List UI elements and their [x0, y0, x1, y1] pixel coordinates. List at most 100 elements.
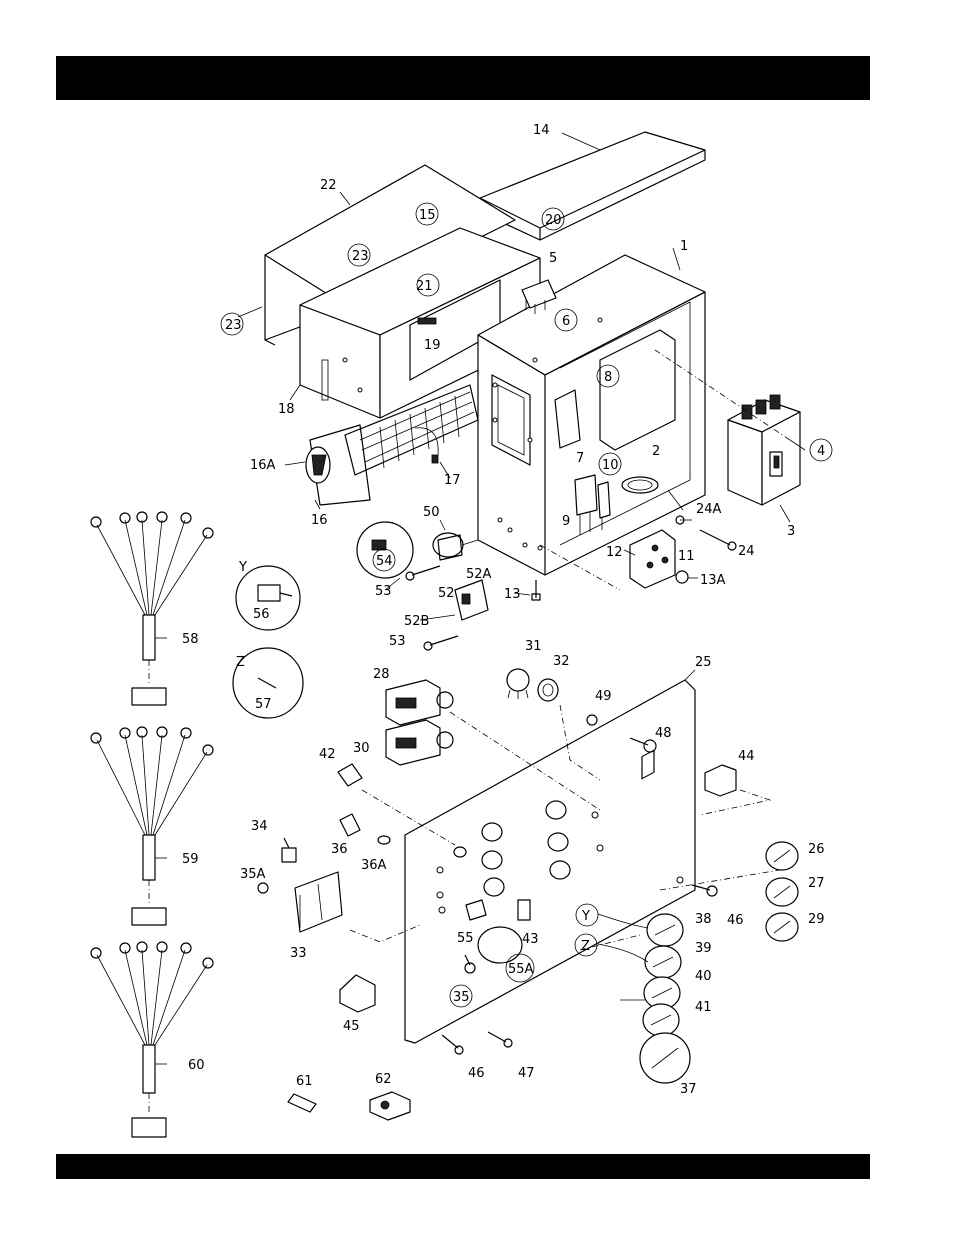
- label-39: 39: [695, 941, 712, 956]
- potentiometer-part-31: [507, 669, 529, 699]
- label-6: 6: [562, 314, 570, 329]
- label-44: 44: [738, 749, 755, 764]
- label-13A: 13A: [700, 573, 726, 588]
- label-Y-inset: Y: [238, 560, 247, 575]
- toggle-switch-part-34: [258, 838, 296, 893]
- label-56: 56: [253, 607, 270, 622]
- fuse-holder-part-62: [370, 1092, 410, 1120]
- bolt-part-24: [700, 530, 736, 550]
- lamp-part-42: [338, 764, 362, 786]
- hour-meter-part-28: [386, 680, 453, 725]
- label-25: 25: [695, 655, 712, 670]
- label-40: 40: [695, 969, 712, 984]
- label-23-top: 23: [352, 249, 369, 264]
- hour-meter-part-30: [386, 720, 453, 765]
- label-36: 36: [331, 842, 348, 857]
- label-32: 32: [553, 654, 570, 669]
- label-52A: 52A: [466, 567, 492, 582]
- label-14: 14: [533, 123, 550, 138]
- wire-harness-part-60: [91, 942, 213, 1137]
- label-11: 11: [678, 549, 695, 564]
- label-Z-gauge: Z: [581, 939, 590, 954]
- circuit-board-part-33: [295, 872, 342, 932]
- part-7-9-10-relay: [575, 475, 610, 535]
- switch-part-36: [340, 814, 390, 844]
- label-16A: 16A: [250, 458, 276, 473]
- label-35A: 35A: [240, 867, 266, 882]
- fuse-part-61: [288, 1094, 316, 1112]
- bracket-part-44: [705, 765, 736, 796]
- label-52: 52: [438, 586, 455, 601]
- label-3: 3: [787, 524, 795, 539]
- label-12: 12: [606, 545, 623, 560]
- label-41: 41: [695, 1000, 712, 1015]
- label-54: 54: [376, 554, 393, 569]
- inset-part-54: [357, 522, 413, 578]
- label-16: 16: [311, 513, 328, 528]
- label-59: 59: [182, 852, 199, 867]
- label-8: 8: [604, 370, 612, 385]
- wire-harness-part-58: [91, 512, 213, 705]
- label-53-top: 53: [375, 584, 392, 599]
- label-42: 42: [319, 747, 336, 762]
- label-Z-inset: Z: [236, 655, 245, 670]
- knob-part-32: [538, 679, 558, 701]
- label-55A: 55A: [508, 962, 534, 977]
- label-55: 55: [457, 931, 474, 946]
- device-part-52: [455, 580, 488, 620]
- label-61: 61: [296, 1074, 313, 1089]
- label-5: 5: [549, 251, 557, 266]
- label-48: 48: [655, 726, 672, 741]
- label-53-bottom: 53: [389, 634, 406, 649]
- label-24: 24: [738, 544, 755, 559]
- label-33: 33: [290, 946, 307, 961]
- label-21: 21: [416, 279, 433, 294]
- label-26: 26: [808, 842, 825, 857]
- label-52B: 52B: [404, 614, 429, 629]
- label-24A: 24A: [696, 502, 722, 517]
- label-Y-gauge: Y: [581, 909, 590, 924]
- bracket-part-45: [340, 975, 375, 1012]
- label-1: 1: [680, 239, 688, 254]
- label-36A: 36A: [361, 858, 387, 873]
- label-13: 13: [504, 587, 521, 602]
- label-62: 62: [375, 1072, 392, 1087]
- label-47: 47: [518, 1066, 535, 1081]
- label-43: 43: [522, 932, 539, 947]
- label-23-left: 23: [225, 318, 242, 333]
- label-46-bottom: 46: [468, 1066, 485, 1081]
- label-58: 58: [182, 632, 199, 647]
- label-37: 37: [680, 1082, 697, 1097]
- solenoid-part-50: [433, 533, 478, 560]
- label-57: 57: [255, 697, 272, 712]
- label-10: 10: [602, 458, 619, 473]
- label-29: 29: [808, 912, 825, 927]
- gauges-part-38-41: [640, 914, 690, 1083]
- label-38: 38: [695, 912, 712, 927]
- label-45: 45: [343, 1019, 360, 1034]
- label-2: 2: [652, 444, 660, 459]
- label-15: 15: [419, 208, 436, 223]
- part-2-ring: [622, 477, 658, 493]
- label-30: 30: [353, 741, 370, 756]
- label-60: 60: [188, 1058, 205, 1073]
- wire-harness-part-59: [91, 727, 213, 925]
- label-22: 22: [320, 178, 337, 193]
- label-7: 7: [576, 451, 584, 466]
- label-4: 4: [817, 444, 825, 459]
- label-35: 35: [453, 990, 470, 1005]
- screw-part-53: [406, 566, 458, 650]
- meters-part-26-27-29: [766, 842, 798, 941]
- label-17: 17: [444, 473, 461, 488]
- label-31: 31: [525, 639, 542, 654]
- label-19: 19: [424, 338, 441, 353]
- label-27: 27: [808, 876, 825, 891]
- bolt-part-13: [532, 580, 540, 600]
- label-34: 34: [251, 819, 268, 834]
- label-20: 20: [545, 213, 562, 228]
- label-9: 9: [562, 514, 570, 529]
- label-28: 28: [373, 667, 390, 682]
- top-cover-part-14: [480, 132, 705, 240]
- label-50: 50: [423, 505, 440, 520]
